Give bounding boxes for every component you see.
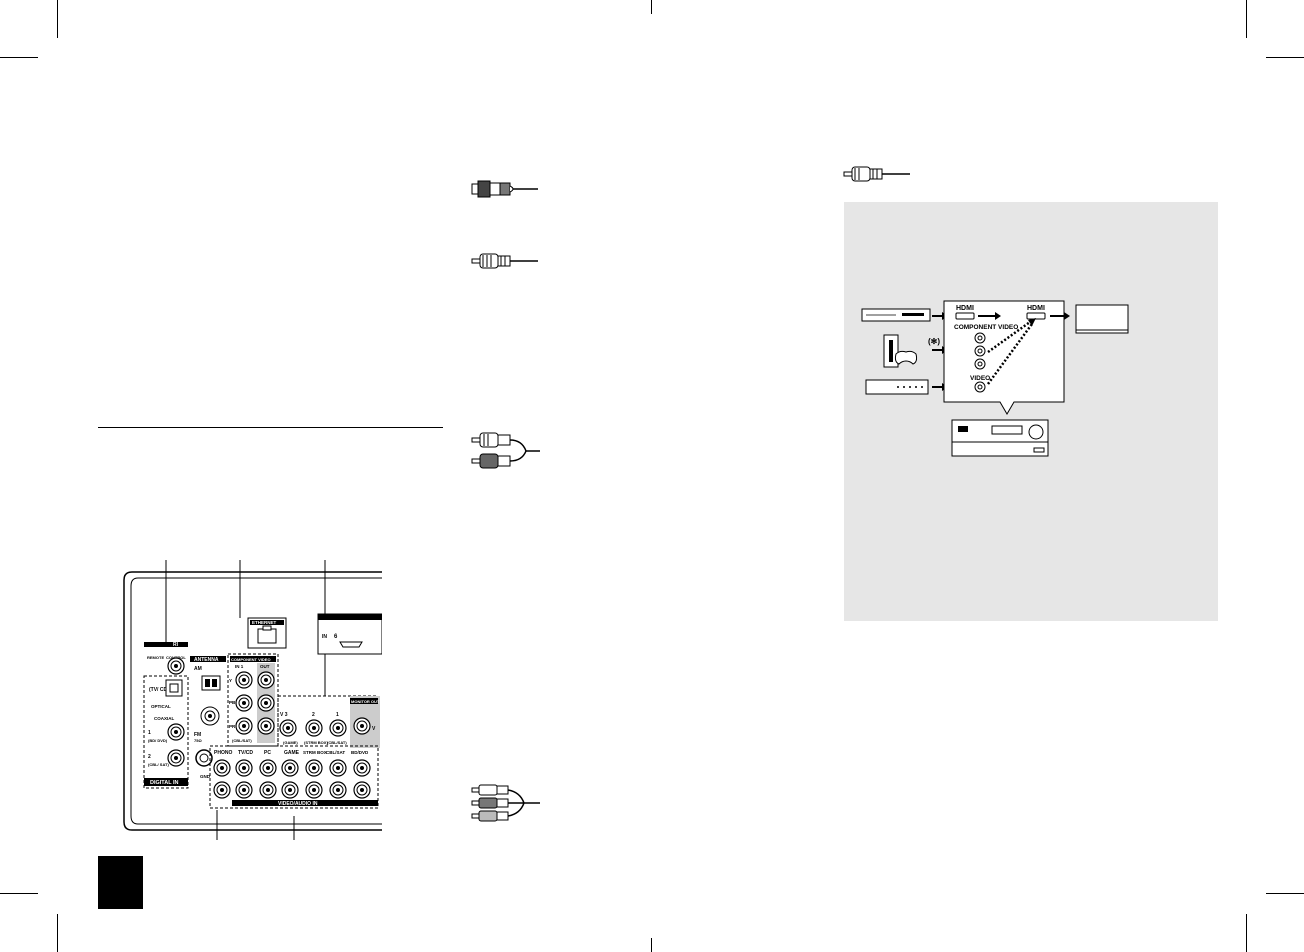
connection-info-box	[844, 202, 1218, 621]
video-label: VIDEO	[970, 375, 990, 382]
gnd-label: GND	[200, 774, 211, 779]
rear-panel-diagram: RI REMOTE CONTROL (TV/ CD) OPTICAL COAXI…	[123, 560, 382, 840]
optical-cable-icon	[471, 180, 538, 198]
video-cable-icon	[843, 166, 910, 182]
antenna-label: ANTENNA	[194, 657, 219, 663]
cbl-sat3-label: CBL/SAT	[326, 750, 345, 755]
page-number-tab	[98, 856, 143, 909]
hdmi-number: 6	[334, 634, 338, 640]
bd-dvd-label: (BD/ DVD)	[148, 738, 168, 743]
video-connection-diagram: (✻) HDMI HDMI COMPONENT VIDEO VIDEO	[861, 300, 1129, 457]
section-divider	[98, 427, 443, 428]
cbl-sat2-label: (CBL/SAT)	[327, 740, 347, 745]
optical-label: OPTICAL	[151, 704, 171, 709]
tv-icon	[1075, 304, 1129, 334]
cbl-sat-label: (CBL/ SAT)	[148, 762, 169, 767]
pb-label: PB	[229, 700, 236, 705]
y-label: Y	[229, 678, 232, 683]
cbl-sat-small-label: (CBL/SAT)	[232, 738, 252, 743]
remote-label: REMOTE	[147, 655, 164, 660]
ri-label: RI	[173, 642, 179, 648]
monitor-out-label: MONITOR OUT	[351, 699, 380, 704]
am-label: AM	[194, 666, 202, 672]
hdmi-out-label: HDMI	[1027, 305, 1045, 312]
digital-in-label: DIGITAL IN	[150, 780, 179, 786]
tv-cd2-label: TV/CD	[238, 750, 253, 756]
ohm-label: 75Ω	[194, 738, 202, 743]
ethernet-label: ETHERNET	[252, 620, 277, 625]
crop-mark	[651, 938, 652, 952]
strm-label: (STRM BOX)	[304, 740, 328, 745]
av-receiver-icon	[951, 419, 1049, 457]
crop-mark	[57, 914, 58, 952]
phono-label: PHONO	[214, 750, 232, 756]
game2-label: GAME	[284, 750, 300, 756]
out-label: OUT	[260, 664, 270, 669]
analog-audio-cable-icon	[471, 432, 540, 469]
crop-mark	[0, 57, 38, 58]
coax1-label: 1	[148, 730, 151, 736]
crop-mark	[1266, 57, 1304, 58]
in1-label: IN 1	[235, 664, 244, 669]
composite-av-cable-icon	[471, 784, 540, 822]
component-video-label: COMPONENT VIDEO	[231, 657, 271, 662]
crop-mark	[1266, 893, 1304, 894]
pr-label: PR	[229, 724, 236, 729]
crop-mark	[1246, 914, 1247, 952]
game-label: (GAME)	[283, 740, 298, 745]
hdmi-in-label: IN	[322, 634, 327, 640]
tv-cd-label: (TV/ CD)	[149, 687, 169, 693]
n1-label: 1	[336, 712, 339, 718]
set-top-box-icon	[865, 379, 929, 395]
crop-mark	[651, 0, 652, 14]
v-label: V	[372, 726, 376, 732]
hdmi-in-label: HDMI	[956, 305, 974, 312]
crop-mark	[0, 893, 38, 894]
strm2-label: STRM BOX	[303, 750, 327, 755]
crop-mark	[1246, 0, 1247, 38]
bd-player-icon	[861, 308, 931, 322]
coaxial-label: COAXIAL	[154, 716, 175, 721]
game-console-icon	[883, 334, 918, 368]
bd-dvd2-label: BD/DVD	[351, 750, 369, 755]
coax2-label: 2	[148, 754, 151, 760]
coaxial-cable-icon	[471, 253, 538, 269]
n2-label: 2	[312, 712, 315, 718]
v3-label: V 3	[280, 712, 288, 718]
pc-label: PC	[264, 750, 271, 756]
video-audio-in-label: VIDEO/AUDIO IN	[278, 801, 318, 807]
fm-label: FM	[194, 732, 201, 738]
component-video-label: COMPONENT VIDEO	[954, 324, 1018, 331]
crop-mark	[57, 0, 58, 38]
asterisk-note: (✻)	[928, 337, 940, 346]
